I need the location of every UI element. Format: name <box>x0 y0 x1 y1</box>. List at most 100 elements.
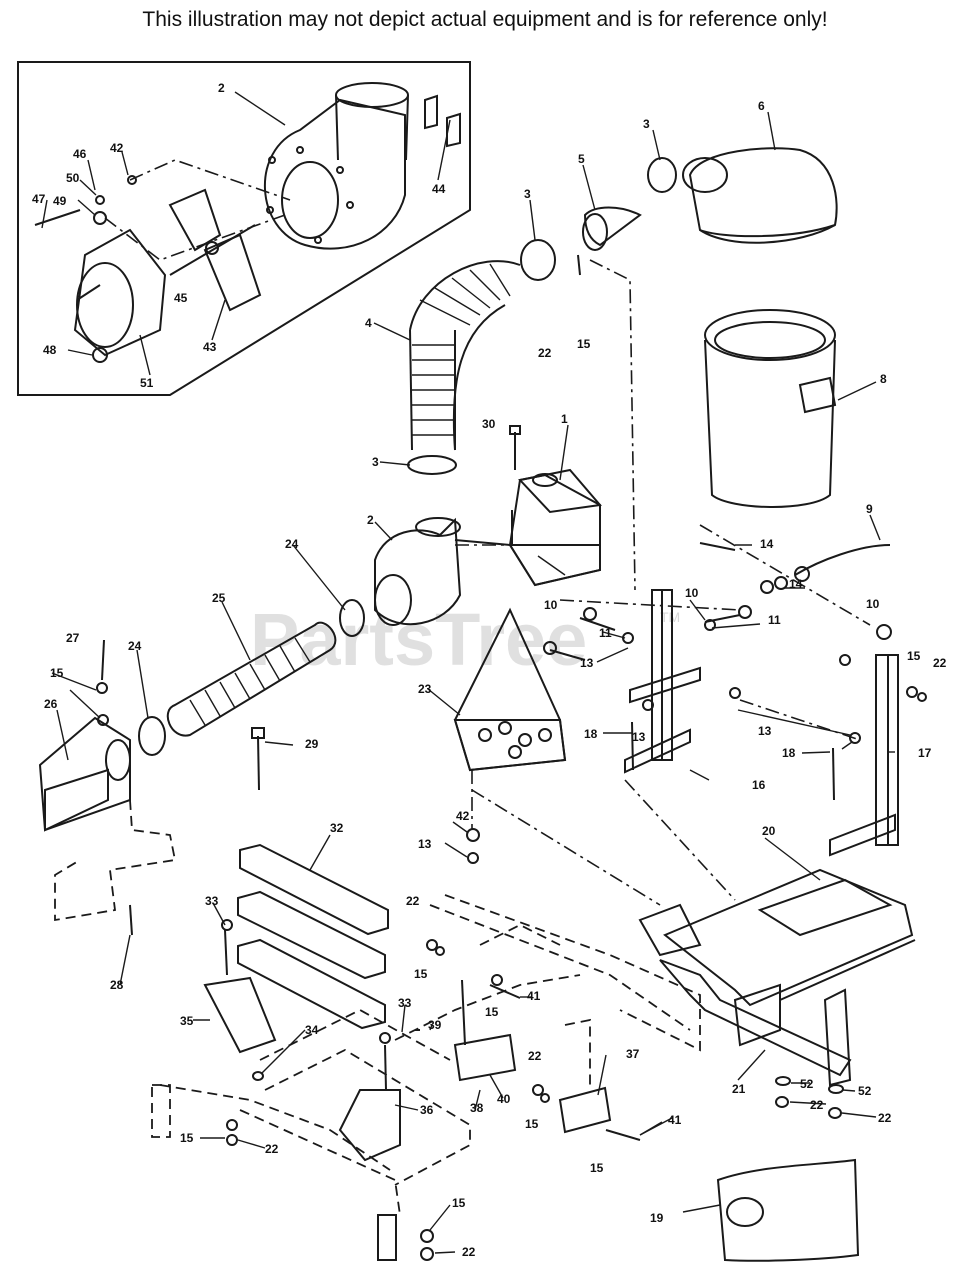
callout-2: 2 <box>367 513 374 527</box>
base-frame-21 <box>659 959 852 1087</box>
clamp-ring-upper <box>647 157 677 193</box>
callout-14-b: 14 <box>789 577 803 591</box>
callout-17: 17 <box>918 746 932 760</box>
base-frame-20 <box>638 868 916 1007</box>
callout-52-right: 52 <box>858 1084 872 1098</box>
callout-15-base: 15 <box>180 1131 194 1145</box>
callout-10-a: 10 <box>544 598 558 612</box>
bracket-38 <box>453 979 517 1082</box>
callout-39: 39 <box>428 1018 442 1032</box>
callout-37: 37 <box>626 1047 640 1061</box>
callout-15-bottom: 15 <box>452 1196 466 1210</box>
callout-13-c: 13 <box>758 724 772 738</box>
washers-52 <box>775 1076 844 1119</box>
callout-27: 27 <box>66 631 80 645</box>
callout-9: 9 <box>866 502 873 516</box>
inset-tabs <box>424 94 461 148</box>
callout-13-a: 13 <box>580 656 594 670</box>
callout-41-a: 41 <box>527 989 541 1003</box>
callout-10-b: 10 <box>685 586 699 600</box>
upright-17 <box>829 654 899 857</box>
callout-34: 34 <box>305 1023 319 1037</box>
washer-34 <box>252 1071 264 1081</box>
callout-15-nozzle: 15 <box>50 666 64 680</box>
callout-40: 40 <box>497 1092 511 1106</box>
callout-32: 32 <box>330 821 344 835</box>
collector-can <box>704 309 837 508</box>
alignment-lines <box>455 259 871 906</box>
callout-28: 28 <box>110 978 124 992</box>
bracket-36 <box>338 1032 401 1162</box>
callout-48: 48 <box>43 343 57 357</box>
callout-10-c: 10 <box>866 597 880 611</box>
bolt-28 <box>129 904 133 936</box>
callout-15-right: 15 <box>907 649 921 663</box>
callout-14-a: 14 <box>760 537 774 551</box>
mount-plates-32 <box>237 843 389 1030</box>
callout-42-inset: 42 <box>110 141 124 155</box>
callout-2-inset: 2 <box>218 81 225 95</box>
callout-15-low: 15 <box>525 1117 539 1131</box>
adapter-elbow <box>577 206 642 276</box>
callout-15-right-low: 15 <box>590 1161 604 1175</box>
collector-lid <box>682 147 838 244</box>
bolt-18-left <box>631 721 634 771</box>
callout-11-a: 11 <box>599 626 612 640</box>
callout-25: 25 <box>212 591 226 605</box>
callout-24-left: 24 <box>128 639 142 653</box>
callout-15-bolt: 15 <box>485 1005 499 1019</box>
callout-18-left: 18 <box>584 727 598 741</box>
clamp-ring-24-right <box>339 599 365 637</box>
inset-detail <box>17 61 471 396</box>
bolt-30 <box>509 425 521 470</box>
callout-29: 29 <box>305 737 319 751</box>
clamp-ring-hose-top <box>520 239 556 281</box>
callout-41-b: 41 <box>668 1113 682 1127</box>
callout-16: 16 <box>752 778 766 792</box>
clamp-ring-24-left <box>138 716 166 756</box>
hardware-lower <box>226 939 641 1261</box>
disclaimer-text: This illustration may not depict actual … <box>142 8 828 31</box>
inset-frame <box>17 61 471 396</box>
callout-labels: 2 42 46 50 47 49 44 45 43 48 51 3 6 5 3 … <box>32 81 947 1259</box>
callout-46: 46 <box>73 147 87 161</box>
callout-22-top: 22 <box>538 346 552 360</box>
callout-15-mid: 15 <box>414 967 428 981</box>
shield-19 <box>716 1158 860 1262</box>
blower-housing <box>374 517 511 626</box>
callout-51: 51 <box>140 376 154 390</box>
callout-4: 4 <box>365 316 372 330</box>
callout-26: 26 <box>44 697 58 711</box>
upright-16 <box>624 589 701 774</box>
callout-42: 42 <box>456 809 470 823</box>
callout-33-right: 33 <box>398 996 412 1010</box>
callout-18-right: 18 <box>782 746 796 760</box>
callout-22-base: 22 <box>265 1142 279 1156</box>
watermark: PartsTree <box>250 598 587 681</box>
callout-22-right: 22 <box>933 656 947 670</box>
callout-30: 30 <box>482 417 496 431</box>
callout-13-d: 13 <box>418 837 432 851</box>
callout-43: 43 <box>203 340 217 354</box>
inset-impeller <box>168 188 262 312</box>
callout-22-bottom: 22 <box>462 1245 476 1259</box>
callout-5: 5 <box>578 152 585 166</box>
callout-22-low: 22 <box>528 1049 542 1063</box>
callout-20: 20 <box>762 824 776 838</box>
flex-hose-lower <box>166 621 337 737</box>
callout-3-blower: 3 <box>372 455 379 469</box>
callout-13-b: 13 <box>632 730 646 744</box>
callout-52-left: 52 <box>800 1077 814 1091</box>
bolt-29 <box>251 727 265 791</box>
bolt-18-right <box>832 747 835 801</box>
callout-44: 44 <box>432 182 446 196</box>
callout-24-right: 24 <box>285 537 299 551</box>
callout-3-hose: 3 <box>524 187 531 201</box>
callout-1: 1 <box>561 412 568 426</box>
nut-42-lower <box>466 828 480 864</box>
clamp-ring-mid <box>407 455 457 475</box>
inset-blower-housing <box>264 82 409 250</box>
callout-33-left: 33 <box>205 894 219 908</box>
callout-3-top: 3 <box>643 117 650 131</box>
callout-36: 36 <box>420 1103 434 1117</box>
